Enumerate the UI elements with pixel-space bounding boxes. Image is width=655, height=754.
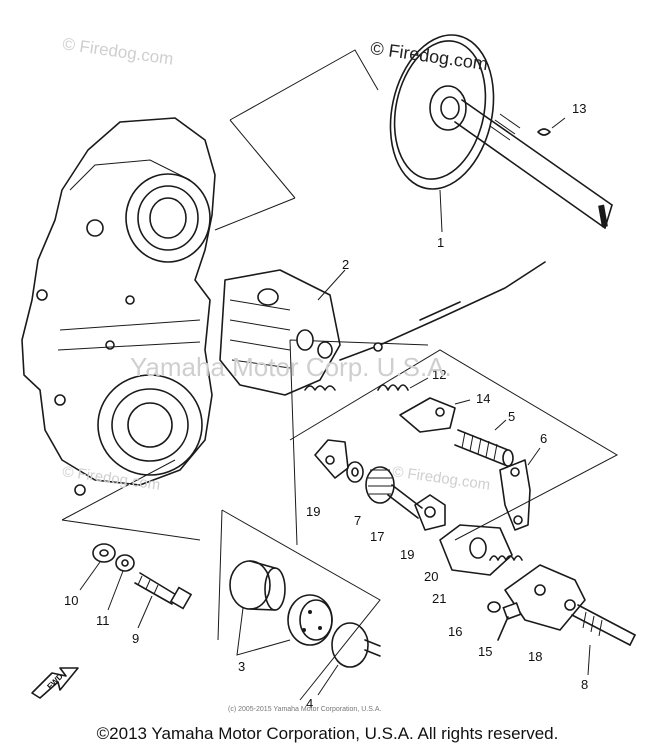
part-10-washer	[79, 543, 116, 591]
cable	[339, 261, 546, 361]
leader-frames	[61, 49, 619, 701]
watermark-center: Yamaha Motor Corp. U.S.A.	[130, 352, 452, 382]
footer-copyright: ©2013 Yamaha Motor Corporation, U.S.A. A…	[96, 724, 559, 743]
label-part-21: 21	[432, 591, 447, 606]
label-part-9: 9	[132, 631, 140, 646]
part-8-leader	[587, 644, 591, 676]
part-12-spring	[304, 377, 429, 391]
label-part-5: 5	[508, 409, 516, 424]
label-part-17: 17	[370, 529, 385, 544]
part-16-washer	[487, 601, 501, 613]
part-11-washer	[107, 554, 135, 611]
label-part-8: 8	[581, 677, 589, 692]
label-part-12: 12	[432, 367, 447, 382]
part-6-lever	[499, 447, 541, 531]
label-part-14: 14	[476, 391, 491, 406]
label-part-3: 3	[238, 659, 246, 674]
label-part-13: 13	[572, 101, 587, 116]
part-9-bolt	[134, 572, 193, 629]
fine-print: (c) 2005-2015 Yamaha Motor Corporation, …	[228, 706, 382, 713]
part-5-worm	[454, 419, 514, 467]
part-19-cam-upper	[314, 439, 349, 479]
part-21-spring	[489, 555, 523, 561]
label-part-19-lower: 19	[400, 547, 415, 562]
fwd-arrow	[31, 667, 79, 699]
part-15-bolt	[497, 601, 522, 641]
part-13-clip	[537, 117, 566, 136]
label-part-2: 2	[342, 257, 350, 272]
label-part-18: 18	[528, 649, 543, 664]
part-4-disc	[317, 622, 381, 696]
crankcase-cover	[21, 117, 216, 496]
part-2-housing	[219, 269, 346, 396]
label-part-19-upper: 19	[306, 504, 321, 519]
label-part-16: 16	[448, 624, 463, 639]
label-part-15: 15	[478, 644, 493, 659]
part-14-bracket	[399, 397, 471, 433]
part-1-sheave	[389, 34, 613, 233]
part-3-caps	[229, 560, 333, 656]
label-part-11: 11	[96, 613, 110, 628]
part-7-washer	[346, 461, 364, 483]
part-19-cam-lower	[414, 494, 446, 531]
label-part-1: 1	[437, 235, 445, 250]
part-18-arm	[504, 564, 636, 646]
label-part-7: 7	[354, 513, 362, 528]
label-part-20: 20	[424, 569, 439, 584]
label-part-10: 10	[64, 593, 79, 608]
label-part-4: 4	[306, 696, 314, 711]
part-20-plate	[439, 524, 513, 576]
label-part-6: 6	[540, 431, 548, 446]
